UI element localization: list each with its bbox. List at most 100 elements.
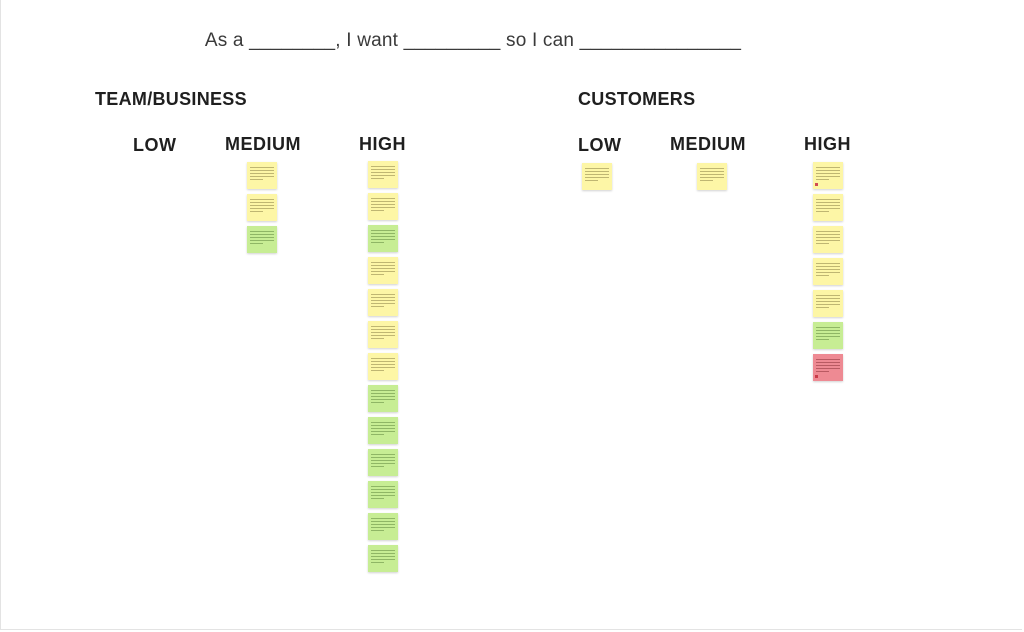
sticky-note-yellow[interactable] <box>368 257 398 284</box>
sticky-note-green[interactable] <box>247 226 277 253</box>
note-text-line <box>371 524 395 525</box>
note-text-line <box>371 550 395 551</box>
note-text-line <box>371 262 395 263</box>
sticky-note-green[interactable] <box>368 385 398 412</box>
note-text-line <box>250 167 274 168</box>
note-text-line <box>371 198 395 199</box>
note-text-line <box>371 518 395 519</box>
note-text-line <box>371 390 395 391</box>
note-text-line <box>816 199 840 200</box>
note-text-line <box>816 330 840 331</box>
sticky-note-yellow[interactable] <box>368 193 398 220</box>
note-text-line <box>816 339 830 340</box>
note-text-line <box>816 327 840 328</box>
sticky-note-yellow[interactable] <box>368 321 398 348</box>
note-text-line <box>371 210 385 211</box>
note-text-line <box>371 425 395 426</box>
note-text-line <box>371 393 395 394</box>
note-text-line <box>371 364 395 365</box>
sticky-note-green[interactable] <box>813 322 843 349</box>
note-text-line <box>700 168 724 169</box>
note-text-line <box>371 274 385 275</box>
note-text-line <box>816 179 830 180</box>
sticky-note-yellow[interactable] <box>368 161 398 188</box>
sticky-note-yellow[interactable] <box>813 290 843 317</box>
note-text-line <box>250 179 264 180</box>
sticky-note-green[interactable] <box>368 417 398 444</box>
note-text-line <box>371 396 395 397</box>
note-text-line <box>371 460 395 461</box>
sticky-note-yellow[interactable] <box>697 163 727 190</box>
note-text-line <box>371 201 395 202</box>
sticky-note-yellow[interactable] <box>247 194 277 221</box>
note-text-line <box>250 176 274 177</box>
note-text-line <box>700 174 724 175</box>
sticky-note-green[interactable] <box>368 481 398 508</box>
note-text-line <box>816 359 840 360</box>
priority-flag-icon <box>815 375 818 378</box>
note-text-line <box>816 275 830 276</box>
note-text-line <box>816 269 840 270</box>
group-title-team-business: TEAM/BUSINESS <box>95 89 247 109</box>
sticky-note-yellow[interactable] <box>582 163 612 190</box>
note-text-line <box>250 199 274 200</box>
sticky-note-pink[interactable] <box>813 354 843 381</box>
note-text-line <box>250 211 264 212</box>
sticky-note-green[interactable] <box>368 513 398 540</box>
note-text-line <box>700 177 724 178</box>
note-text-line <box>816 336 840 337</box>
note-text-line <box>371 402 385 403</box>
sticky-note-yellow[interactable] <box>813 226 843 253</box>
sticky-note-green[interactable] <box>368 225 398 252</box>
note-text-line <box>816 307 830 308</box>
note-text-line <box>371 204 395 205</box>
note-text-line <box>250 231 274 232</box>
note-text-line <box>250 170 274 171</box>
note-text-line <box>371 332 395 333</box>
note-text-line <box>816 240 840 241</box>
note-text-line <box>371 358 395 359</box>
note-text-line <box>371 306 385 307</box>
note-text-line <box>371 556 395 557</box>
sticky-note-yellow[interactable] <box>368 289 398 316</box>
note-text-line <box>371 466 385 467</box>
note-text-line <box>816 170 840 171</box>
sticky-note-yellow[interactable] <box>247 162 277 189</box>
note-text-line <box>371 562 385 563</box>
sticky-note-green[interactable] <box>368 545 398 572</box>
note-text-line <box>371 300 395 301</box>
sticky-note-green[interactable] <box>368 449 398 476</box>
note-text-line <box>585 177 609 178</box>
note-text-line <box>371 303 395 304</box>
note-text-line <box>816 362 840 363</box>
note-text-line <box>371 329 395 330</box>
note-text-line <box>371 463 395 464</box>
sticky-note-yellow[interactable] <box>368 353 398 380</box>
note-text-line <box>371 233 395 234</box>
column-title-high: HIGH <box>804 134 851 154</box>
note-text-line <box>371 175 395 176</box>
note-text-line <box>250 234 274 235</box>
note-text-line <box>371 422 395 423</box>
note-text-line <box>371 242 385 243</box>
note-text-line <box>816 173 840 174</box>
note-text-line <box>371 230 395 231</box>
sticky-note-yellow[interactable] <box>813 258 843 285</box>
note-text-line <box>816 176 840 177</box>
note-text-line <box>371 431 395 432</box>
note-text-line <box>371 172 395 173</box>
note-text-line <box>585 168 609 169</box>
note-text-line <box>371 428 395 429</box>
note-text-line <box>371 498 385 499</box>
note-text-line <box>371 486 395 487</box>
note-text-line <box>371 559 395 560</box>
note-text-line <box>816 365 840 366</box>
note-text-line <box>816 234 840 235</box>
note-text-line <box>371 207 395 208</box>
note-text-line <box>585 180 599 181</box>
sticky-note-yellow[interactable] <box>813 162 843 189</box>
note-text-line <box>816 272 840 273</box>
sticky-note-yellow[interactable] <box>813 194 843 221</box>
note-text-line <box>371 553 395 554</box>
